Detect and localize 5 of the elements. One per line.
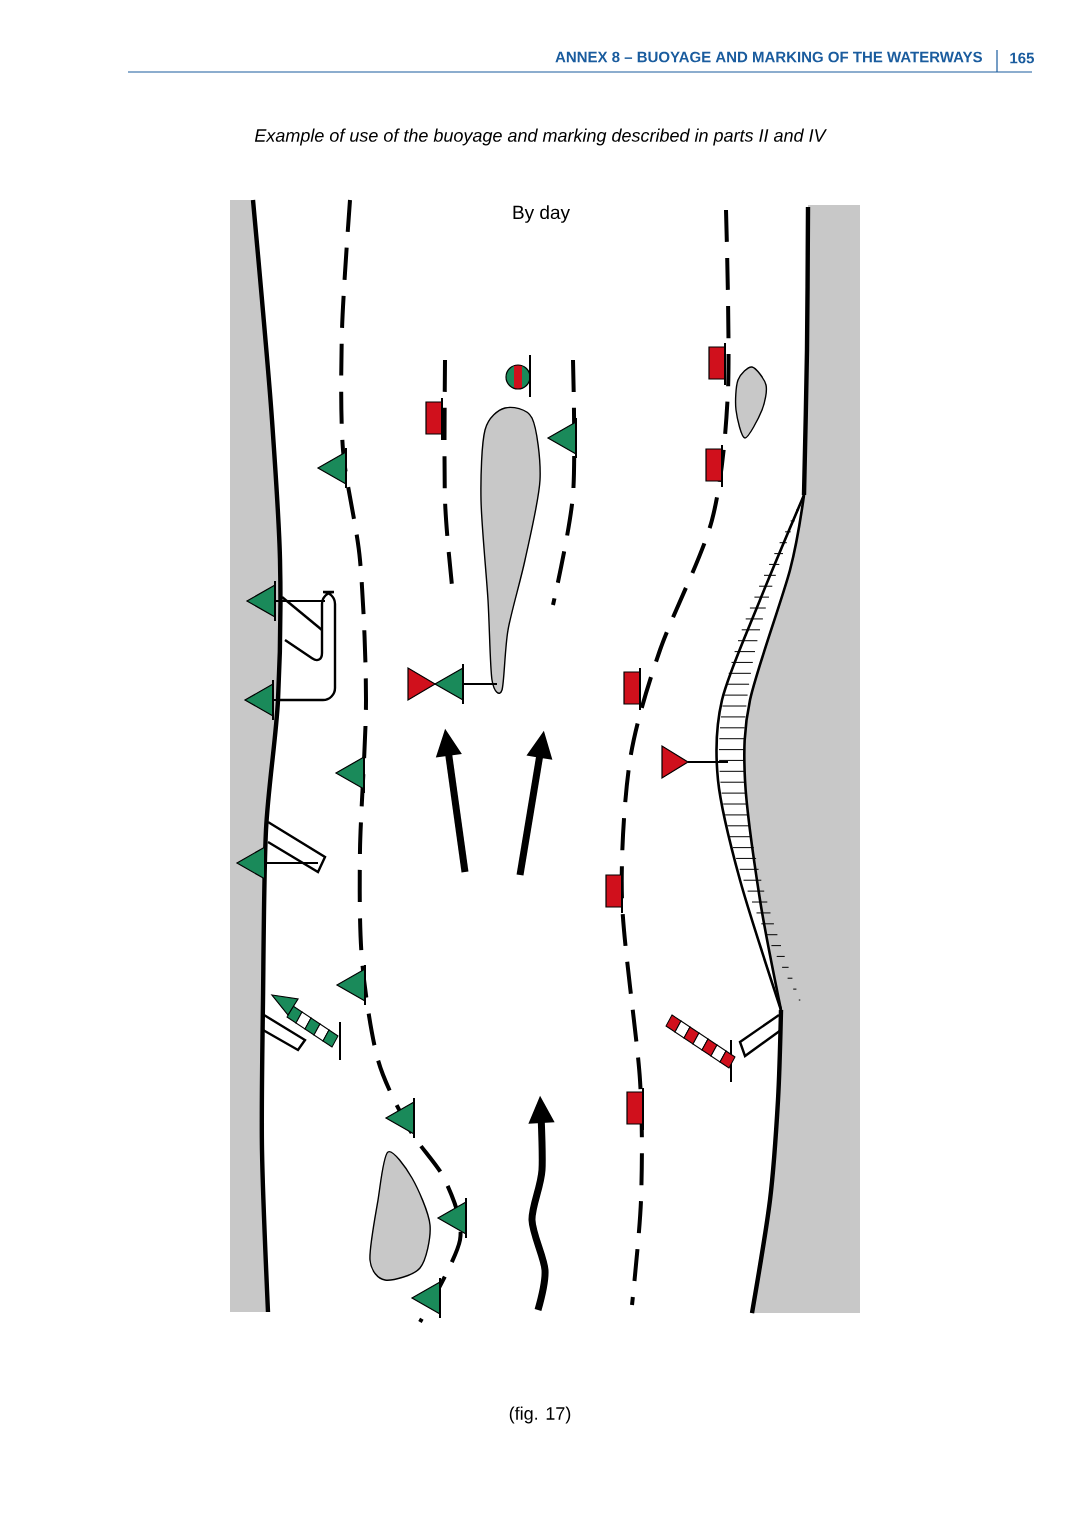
page-number: 165 — [1010, 52, 1034, 64]
figure-caption: (fig. 17) — [509, 1406, 571, 1424]
header-text: ANNEX 8 – BUOYAGE AND MARKING OF THE WATERWAYS — [555, 51, 982, 63]
figure-title: Example of use of the buoyage and marking described in parts II and IV — [254, 128, 827, 146]
map-heading: By day — [513, 205, 570, 223]
